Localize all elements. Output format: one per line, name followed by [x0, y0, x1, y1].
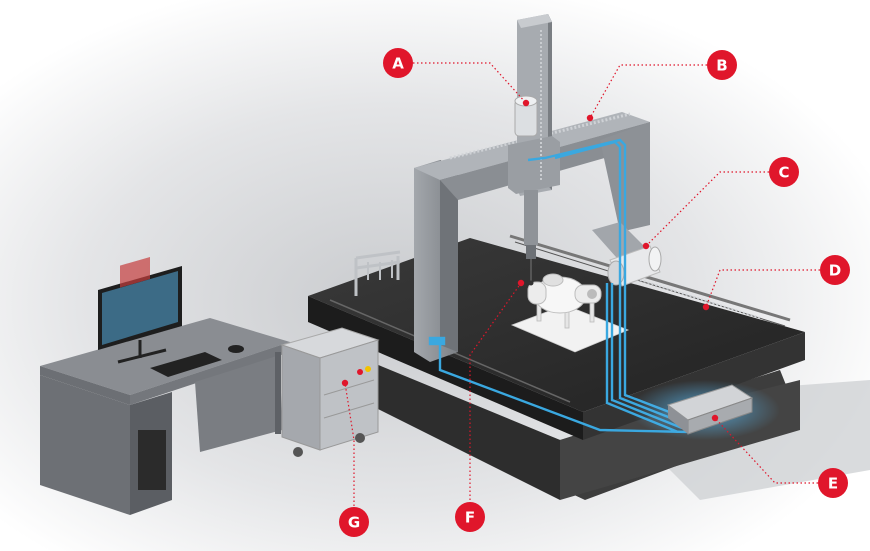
callout-label-c: C: [778, 164, 789, 182]
callout-label-a: A: [392, 55, 404, 73]
pointer-dots: [341, 99, 719, 422]
leader-lines: [344, 62, 820, 522]
callout-e: E: [818, 468, 848, 498]
callout-c: C: [769, 157, 799, 187]
pointer-dot-f: [517, 279, 525, 287]
pointer-dot-d: [702, 303, 710, 311]
leader-b: [589, 64, 707, 119]
callout-a: A: [383, 48, 413, 78]
probe-rack: [354, 250, 401, 296]
pointer-dot-a: [522, 99, 530, 107]
callout-b: B: [707, 50, 737, 80]
electrical-cabinet: [280, 327, 380, 457]
leader-g: [344, 382, 355, 522]
callout-label-f: F: [465, 509, 475, 527]
callout-label-e: E: [828, 475, 838, 493]
z-axis-ram: [508, 14, 560, 286]
controller-unit: [630, 380, 780, 440]
callout-g: G: [339, 507, 369, 537]
pointer-dot-e: [711, 414, 719, 422]
leader-f: [469, 282, 522, 500]
pointer-dot-c: [642, 242, 650, 250]
workpiece-part: [527, 273, 602, 314]
sensor-cylinder: [607, 245, 662, 287]
leader-c: [645, 171, 769, 247]
leader-a: [413, 62, 527, 104]
pointer-dot-g: [341, 379, 349, 387]
callout-f: F: [455, 502, 485, 532]
callout-label-g: G: [348, 514, 360, 532]
computer-desk: [40, 256, 290, 515]
leader-d: [705, 269, 820, 308]
pointer-dot-b: [586, 114, 594, 122]
callout-d: D: [820, 255, 850, 285]
callout-label-b: B: [716, 57, 727, 75]
callout-label-d: D: [829, 262, 841, 280]
